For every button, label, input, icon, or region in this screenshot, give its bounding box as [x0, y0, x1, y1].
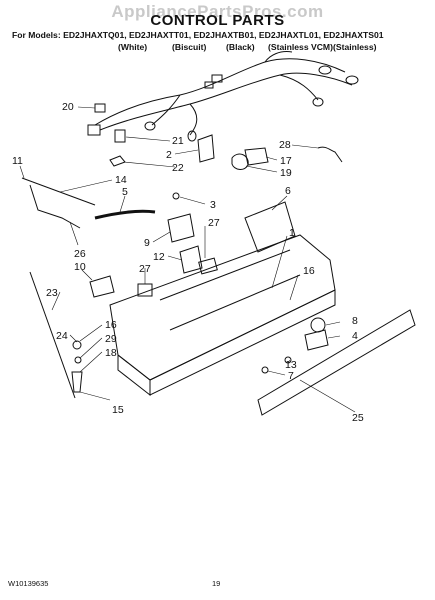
wiring-harness [87, 51, 359, 142]
callout-13: 13 [285, 359, 297, 371]
callout-16-a: 16 [303, 265, 315, 277]
callout-2: 2 [166, 149, 172, 161]
control-housing [109, 234, 336, 397]
color-black: (Black) [226, 42, 255, 52]
callout-10: 10 [74, 261, 86, 273]
part-2-bracket [197, 134, 215, 163]
callout-3: 3 [210, 199, 216, 211]
color-biscuit: (Biscuit) [172, 42, 207, 52]
callout-17: 17 [280, 155, 292, 167]
callout-7: 7 [288, 370, 294, 382]
callout-21: 21 [172, 135, 184, 147]
callout-27-a: 27 [208, 217, 220, 229]
callout-1: 1 [289, 227, 295, 239]
callout-23: 23 [46, 287, 58, 299]
callout-22: 22 [172, 162, 184, 174]
callout-4: 4 [352, 330, 358, 342]
models-line: For Models: ED2JHAXTQ01, ED2JHAXTT01, ED… [12, 30, 384, 40]
color-stainless: (Stainless) [333, 42, 377, 52]
part-22-clip [109, 155, 126, 167]
callout-20: 20 [62, 101, 74, 113]
callout-12: 12 [153, 251, 165, 263]
watermark: AppliancePartsPros.com [111, 2, 324, 21]
callout-5: 5 [122, 186, 128, 198]
color-stainless-vcm: (Stainless VCM) [268, 42, 333, 52]
callout-16-b: 16 [105, 319, 117, 331]
part-25-trim [257, 309, 416, 416]
part-26-tube [29, 184, 81, 229]
color-white: (White) [118, 42, 148, 52]
part-21-clip [114, 129, 126, 143]
callout-26: 26 [74, 248, 86, 260]
callout-18: 18 [105, 347, 117, 359]
callout-27-b: 27 [139, 263, 151, 275]
callout-15: 15 [112, 404, 124, 416]
callout-19: 19 [280, 167, 292, 179]
part-28-connector [317, 146, 343, 163]
callout-11: 11 [12, 155, 23, 167]
callout-28: 28 [279, 139, 291, 151]
callout-24: 24 [56, 330, 68, 342]
part-6-housing [244, 201, 296, 253]
part-17-lamp-socket [231, 147, 269, 170]
callout-29: 29 [105, 333, 117, 345]
callout-6: 6 [285, 185, 291, 197]
page-title: CONTROL PARTS [150, 12, 285, 29]
callout-25: 25 [352, 412, 364, 424]
part-9-switch [167, 213, 195, 243]
callout-9: 9 [144, 237, 150, 249]
callout-14: 14 [115, 174, 127, 186]
part-23-rod [29, 271, 76, 399]
callout-8: 8 [352, 315, 358, 327]
part-14-tube [21, 177, 96, 206]
doc-number: W10139635 [8, 579, 49, 588]
page-number: 19 [212, 579, 221, 588]
